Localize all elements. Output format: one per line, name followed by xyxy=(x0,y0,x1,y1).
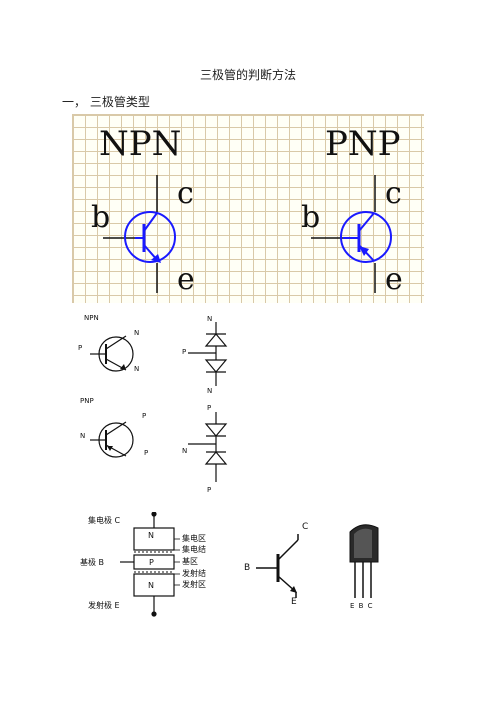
emitter-label: 发射极 E xyxy=(88,601,120,610)
pnp-symbol xyxy=(311,175,376,293)
collector-label: 集电极 C xyxy=(88,516,121,525)
transistor-type-figure: NPN PNP c b xyxy=(72,114,424,303)
transistor-symbol-svg xyxy=(256,534,299,598)
layer-top-letter: N xyxy=(148,531,154,540)
npn-collector-letter: N xyxy=(134,329,140,337)
base-label: 基极 B xyxy=(80,558,105,567)
pnp-e-label: e xyxy=(385,262,403,297)
diode-models-svg xyxy=(90,322,228,482)
section-heading: 一， 三极管类型 xyxy=(62,95,150,109)
emitter-junction-label: 发射结 xyxy=(182,569,206,578)
pnp-c-label: c xyxy=(385,176,402,211)
npn-diode-mid: P xyxy=(182,348,187,356)
symbol-c-label: C xyxy=(302,522,309,532)
pnp-diode-bottom: P xyxy=(207,486,212,494)
layer-mid-letter: P xyxy=(149,558,154,567)
symbol-e-label: E xyxy=(291,597,297,607)
pnp-body xyxy=(340,211,392,263)
pnp-diode-top: P xyxy=(207,404,212,412)
pnp-title: PNP xyxy=(325,124,401,164)
pnp-b-label: b xyxy=(301,200,321,235)
page-title: 三极管的判断方法 xyxy=(199,68,296,82)
collector-region-label: 集电区 xyxy=(182,534,206,543)
base-region-label: 基区 xyxy=(182,557,198,566)
emitter-region-label: 发射区 xyxy=(182,580,206,589)
npn-c-label: c xyxy=(177,176,194,211)
symbol-b-label: B xyxy=(244,563,251,573)
to92-package-svg xyxy=(349,524,379,598)
npn-b-label: b xyxy=(91,200,111,235)
npn-base-letter: P xyxy=(78,344,83,352)
pnp-base-letter: N xyxy=(80,432,86,440)
pnp-emitter-letter: P xyxy=(144,449,149,457)
pnp-diode-mid: N xyxy=(182,447,188,455)
pnp-emitter-arrow xyxy=(359,246,369,256)
npn-e-label: e xyxy=(177,262,195,297)
npn-model-title: NPN xyxy=(84,314,99,322)
npn-emitter-arrow xyxy=(151,254,161,263)
structure-svg xyxy=(120,512,180,617)
npn-emitter-letter: N xyxy=(134,365,140,373)
npn-diode-top: N xyxy=(207,315,213,323)
npn-title: NPN xyxy=(99,124,182,164)
transistor-symbols-svg xyxy=(103,175,392,293)
package-pin-labels: E B C xyxy=(350,602,374,610)
pnp-collector-letter: P xyxy=(142,412,147,420)
layer-bottom-letter: N xyxy=(148,581,154,590)
pnp-model-title: PNP xyxy=(80,397,94,405)
npn-body xyxy=(124,211,176,263)
collector-junction-label: 集电结 xyxy=(182,545,206,554)
npn-diode-bottom: N xyxy=(207,387,213,395)
npn-symbol xyxy=(103,175,158,293)
